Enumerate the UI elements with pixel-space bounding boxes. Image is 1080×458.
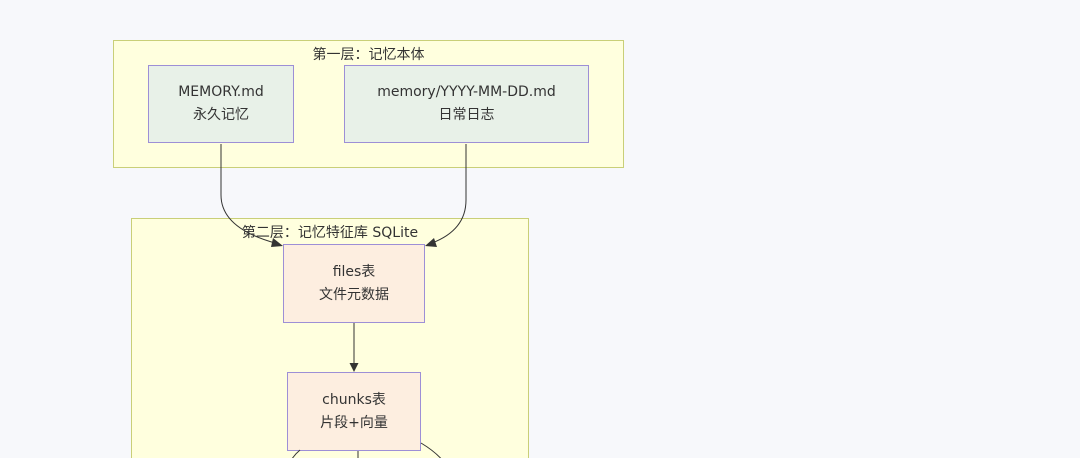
memory-md-node[interactable]: MEMORY.md 永久记忆 — [148, 65, 294, 143]
chunks-table-name: chunks表 — [322, 391, 386, 408]
layer2-title: 第二层：记忆特征库 SQLite — [241, 225, 419, 241]
chunks-table-desc: 片段+向量 — [320, 414, 388, 431]
memory-md-desc: 永久记忆 — [193, 107, 249, 123]
daily-log-desc: 日常日志 — [438, 107, 495, 123]
daily-log-node[interactable]: memory/YYYY-MM-DD.md 日常日志 — [344, 65, 589, 143]
daily-log-filename: memory/YYYY-MM-DD.md — [377, 84, 556, 100]
memory-md-filename: MEMORY.md — [178, 84, 264, 100]
files-table-node[interactable]: files表 文件元数据 — [283, 244, 425, 323]
layer1-title: 第一层：记忆本体 — [312, 47, 425, 63]
files-table-desc: 文件元数据 — [319, 286, 389, 303]
chunks-table-node[interactable]: chunks表 片段+向量 — [287, 372, 421, 451]
files-table-name: files表 — [332, 263, 376, 280]
